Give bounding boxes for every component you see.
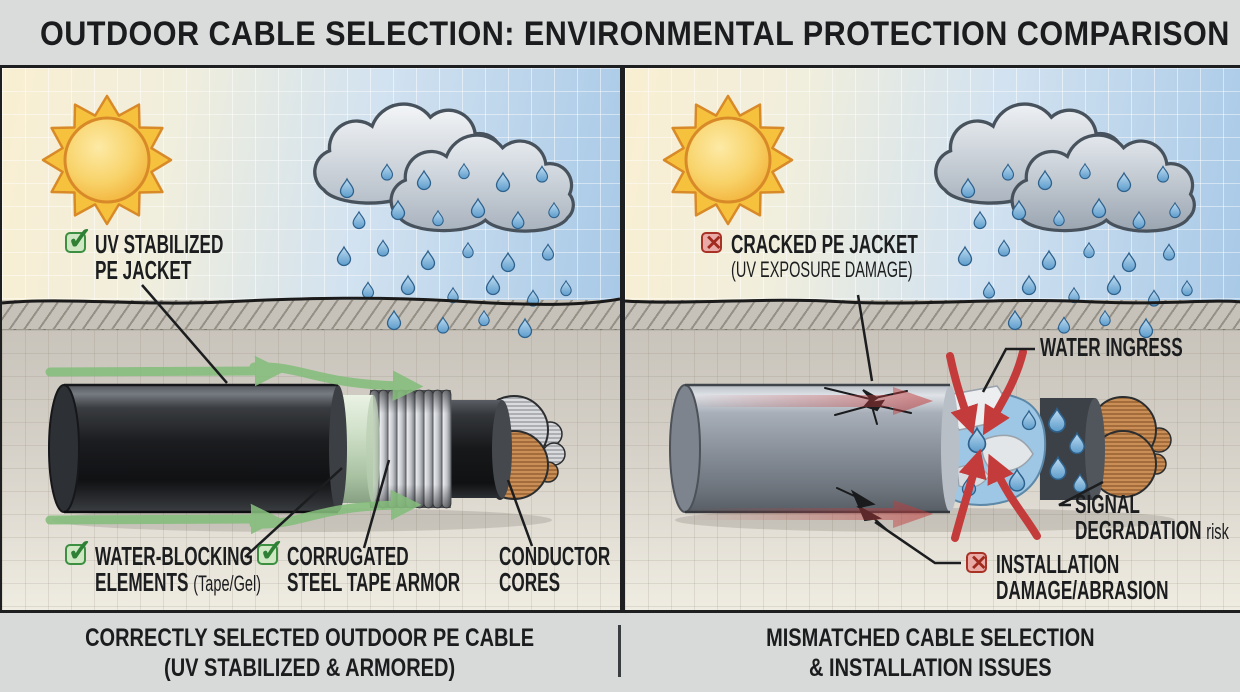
- panel-divider: [620, 68, 625, 610]
- left-illustration: [2, 94, 620, 558]
- pe-jacket: [48, 383, 347, 514]
- rain-cloud-icon: [934, 102, 1196, 233]
- caption-line: MISMATCHED CABLE SELECTION: [765, 624, 1095, 652]
- caption-bar: CORRECTLY SELECTED OUTDOOR PE CABLE (UV …: [0, 610, 1240, 692]
- right-illustration: [625, 94, 1240, 565]
- correct-cable: [48, 383, 566, 514]
- label-line: INSTALLATION: [996, 549, 1120, 579]
- abrasion-streaks: [687, 387, 933, 528]
- page-title: OUTDOOR CABLE SELECTION: ENVIRONMENTAL P…: [40, 15, 1230, 53]
- label-line: ELEMENTS (Tape/Gel): [95, 567, 262, 597]
- water-ingress-arrows: [946, 348, 1041, 542]
- label-uv-stabilized-jacket: ✓ UV STABILIZED PE JACKET: [65, 221, 290, 285]
- deflected-water-arrows: [45, 355, 424, 535]
- sun-icon: [41, 94, 173, 226]
- label-line: STEEL TAPE ARMOR: [287, 567, 461, 597]
- label-line: CORRUGATED: [287, 541, 409, 571]
- caption-divider: [618, 625, 621, 677]
- label-installation-damage: ✕ INSTALLATION DAMAGE/ABRASION: [966, 551, 1240, 603]
- label-steel-armor: ✓ CORRUGATED STEEL TAPE ARMOR: [257, 533, 549, 597]
- label-line: DAMAGE/ABRASION: [996, 575, 1169, 605]
- label-note: (UV EXPOSURE DAMAGE): [731, 257, 913, 282]
- check-icon: ✓: [65, 221, 93, 256]
- ground-surface: [625, 300, 1240, 330]
- check-icon: ✓: [257, 533, 285, 568]
- comparison-area: ✓ UV STABILIZED PE JACKET ✓ WATER-BLOCKI…: [0, 68, 1240, 610]
- panel-correct-cable: ✓ UV STABILIZED PE JACKET ✓ WATER-BLOCKI…: [2, 68, 620, 610]
- label-line: WATER INGRESS: [1040, 332, 1183, 362]
- label-line: CORES: [499, 567, 561, 597]
- check-icon: ✓: [65, 533, 93, 568]
- label-line: CRACKED PE JACKET: [731, 229, 918, 259]
- caption-line: & INSTALLATION ISSUES: [808, 654, 1052, 682]
- title-bar: OUTDOOR CABLE SELECTION: ENVIRONMENTAL P…: [0, 0, 1240, 68]
- label-water-blocking: ✓ WATER-BLOCKING ELEMENTS (Tape/Gel): [65, 533, 347, 597]
- label-water-ingress: WATER INGRESS: [1040, 334, 1240, 360]
- label-line: SIGNAL: [1075, 489, 1140, 519]
- rain-cloud-icon: [313, 102, 575, 233]
- label-line: CONDUCTOR: [499, 541, 611, 571]
- steel-tape-armor: [369, 389, 452, 509]
- sun-icon: [662, 94, 794, 226]
- label-note: (Tape/Gel): [193, 571, 262, 596]
- inner-sheath: [442, 400, 512, 498]
- panel-mismatched-cable: ✕ CRACKED PE JACKET (UV EXPOSURE DAMAGE)…: [625, 68, 1240, 610]
- label-line: UV STABILIZED: [95, 229, 224, 259]
- label-line: WATER-BLOCKING: [95, 541, 253, 571]
- label-signal-degradation: SIGNAL DEGRADATION risk: [1075, 491, 1240, 545]
- caption-mismatched: MISMATCHED CABLE SELECTION & INSTALLATIO…: [620, 623, 1240, 683]
- caption-line: CORRECTLY SELECTED OUTDOOR PE CABLE: [85, 624, 535, 652]
- ground-line: [625, 298, 1240, 305]
- conductor-cores: [1089, 396, 1172, 498]
- leader-lines: [141, 284, 534, 558]
- mismatched-cable: [669, 348, 1172, 542]
- label-note: risk: [1206, 519, 1229, 544]
- leader-lines: [856, 294, 1104, 565]
- wet-inner-sheath: [1040, 398, 1105, 500]
- label-line: PE JACKET: [95, 255, 192, 285]
- cross-icon: ✕: [701, 232, 723, 255]
- cross-icon: ✕: [966, 552, 988, 575]
- caption-line: (UV STABILIZED & ARMORED): [164, 654, 456, 682]
- caption-correct: CORRECTLY SELECTED OUTDOOR PE CABLE (UV …: [0, 623, 620, 683]
- label-cracked-jacket: ✕ CRACKED PE JACKET (UV EXPOSURE DAMAGE): [701, 231, 1014, 283]
- label-line: DEGRADATION risk: [1075, 515, 1229, 545]
- ground-line: [2, 296, 620, 306]
- label-conductor-cores: CONDUCTOR CORES: [499, 543, 620, 595]
